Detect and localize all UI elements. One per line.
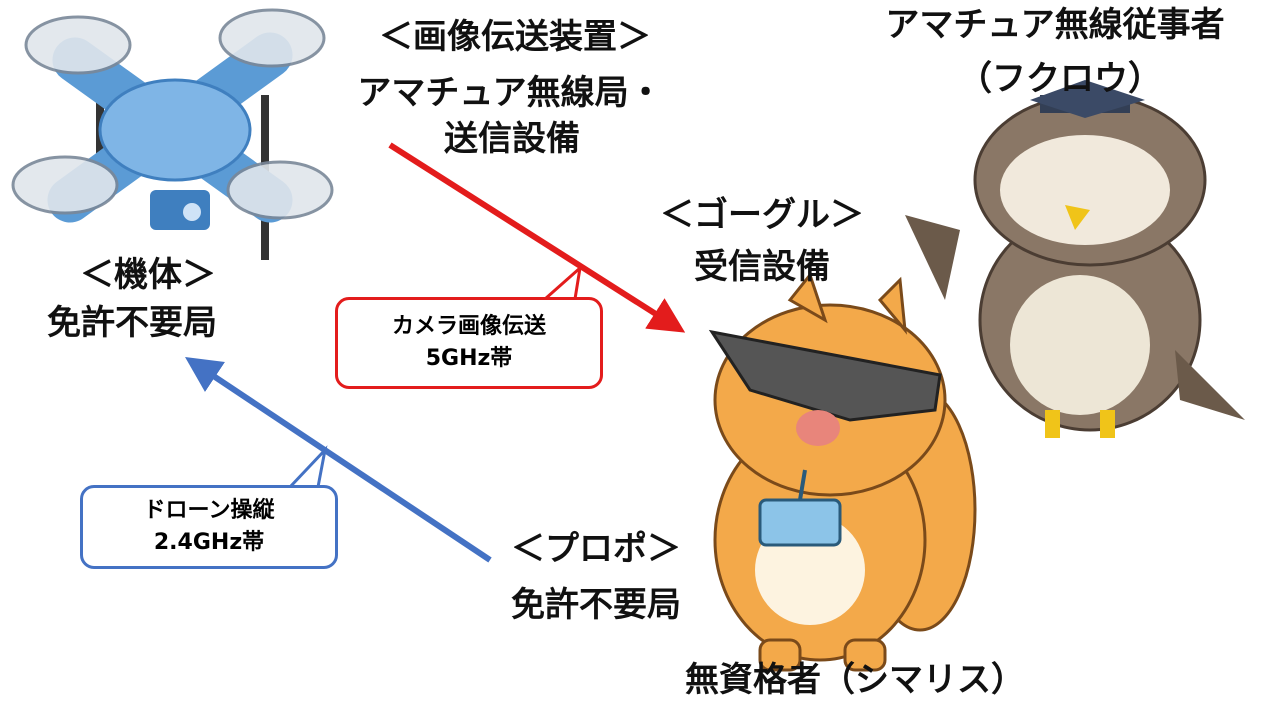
control-link-line1: ドローン操縦 xyxy=(143,498,275,524)
operator-character: （フクロウ） xyxy=(958,59,1162,99)
drone-title: ＜機体＞ xyxy=(80,255,216,295)
control-link-arrow xyxy=(185,357,492,563)
operator-title: アマチュア無線従事者 xyxy=(885,5,1225,45)
drone-status: 免許不要局 xyxy=(47,303,217,343)
goggle-status: 受信設備 xyxy=(694,247,830,287)
propo-status: 免許不要局 xyxy=(511,585,681,625)
control-link-callout: ドローン操縦 2.4GHz帯 xyxy=(80,485,338,569)
drone-illustration xyxy=(11,8,334,260)
control-link-line2: 2.4GHz帯 xyxy=(153,530,265,555)
user-label: 無資格者（シマリス） xyxy=(685,660,1025,700)
squirrel-illustration xyxy=(708,271,977,672)
propo-title: ＜プロポ＞ xyxy=(511,529,681,569)
video-link-callout: カメラ画像伝送 5GHz帯 xyxy=(335,297,603,389)
goggle-title: ＜ゴーグル＞ xyxy=(660,195,864,235)
owl-illustration xyxy=(905,80,1245,438)
video-link-line1: カメラ画像伝送 xyxy=(391,314,546,340)
video-link-line2: 5GHz帯 xyxy=(425,346,513,371)
transmitter-line2: 送信設備 xyxy=(444,119,580,159)
transmitter-line1: アマチュア無線局・ xyxy=(357,73,663,113)
video-link-arrow xyxy=(388,142,686,333)
transmitter-title: ＜画像伝送装置＞ xyxy=(379,17,651,57)
